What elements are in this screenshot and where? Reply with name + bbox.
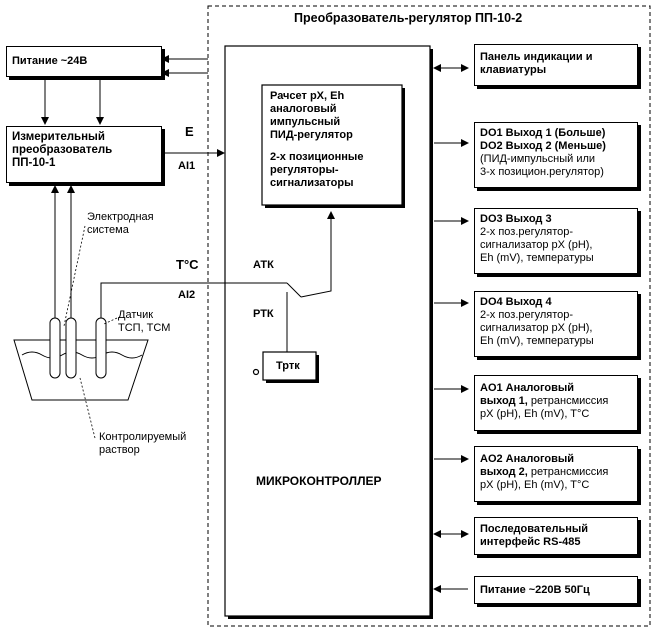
solution-vessel [13,339,149,401]
converter-frame [207,5,651,627]
trtk-label: Тртк [276,360,300,372]
atk-label: АТК [253,259,274,271]
power-24v-box: Питание ~24В [6,46,162,77]
solution-label: Контролируемый раствор [99,431,187,456]
signal-ai2-label: AI2 [178,289,196,301]
ao2-box: AO2 Аналоговый выход 2, ретрансмиссия pX… [474,446,638,502]
trtk-box [262,351,317,381]
electrode-leader [63,225,86,327]
signal-ai1-label: AI1 [178,160,196,172]
ao1-box: AO1 Аналоговый выход 1, ретрансмиссия pX… [474,375,638,431]
calc-box-text: Рачсет pX, Eh аналоговый импульсный ПИД-… [270,90,364,189]
measuring-converter-box: Измерительный преобразователь ПП-10-1 [6,126,162,183]
do4-box: DO4 Выход 4 2-х поз.регулятор- сигнализа… [474,291,638,357]
trtk-terminal [252,368,260,376]
electrode-system-label: Электродная система [87,211,154,236]
temp-sensor-line [100,282,225,318]
do12-box: DO1 Выход 1 (Больше) DO2 Выход 2 (Меньше… [474,122,638,188]
electrode-2 [65,317,77,379]
solution-waves [21,351,143,359]
diagram-title: Преобразователь-регулятор ПП-10-2 [294,11,523,25]
electrode-1 [49,317,61,379]
signal-e-label: E [185,124,194,139]
power-220v-box: Питание ~220В 50Гц [474,576,638,604]
serial-interface-box: Последовательный интерфейс RS-485 [474,517,638,555]
signal-tc-label: T°C [176,257,199,272]
switch-to-calc-arrow [300,211,335,298]
rtk-label: РТК [253,308,274,320]
panel-box: Панель индикации и клавиатуры [474,44,638,86]
microcontroller-label: МИКРОКОНТРОЛЛЕР [256,474,382,488]
atk-rtk-switch [286,282,302,298]
sensor-label: Датчик ТСП, ТСМ [118,309,171,334]
do3-box: DO3 Выход 3 2-х поз.регулятор- сигнализа… [474,208,638,274]
temp-sensor [95,317,107,379]
